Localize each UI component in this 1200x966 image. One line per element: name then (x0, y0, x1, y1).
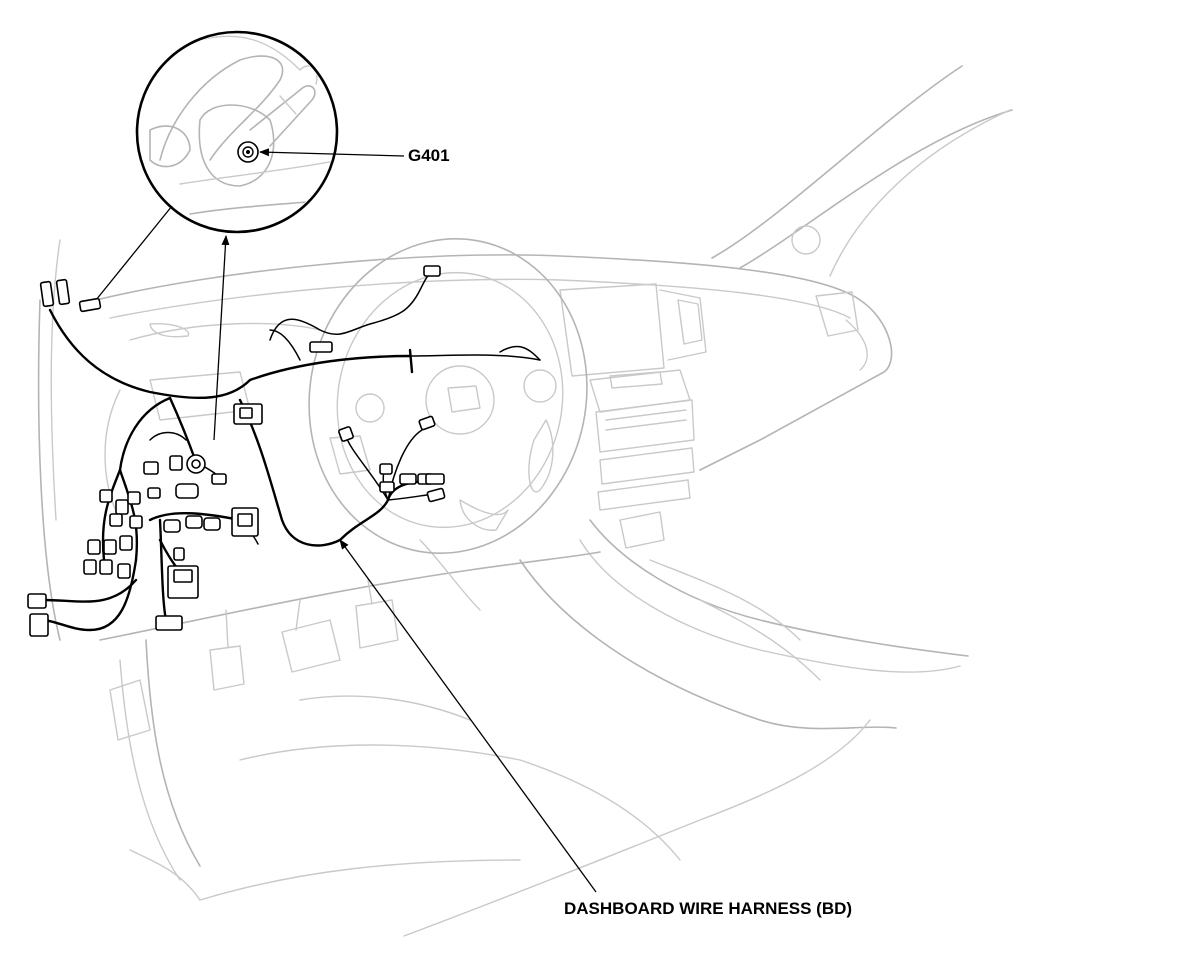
g401-leader-line (259, 148, 405, 157)
detail-magnifier-icon (135, 30, 339, 234)
harness-leader-line (339, 539, 597, 893)
arrow-icon (213, 235, 230, 441)
detail-reference-line (95, 205, 173, 301)
ground-bolt-icon (237, 141, 259, 163)
steering-wheel (308, 238, 588, 554)
g401-label: G401 (408, 146, 450, 165)
dashboard-wire-harness (27, 265, 541, 637)
dashboard-wire-harness-label: DASHBOARD WIRE HARNESS (BD) (564, 899, 853, 918)
vehicle-interior-outline (37, 65, 1013, 937)
